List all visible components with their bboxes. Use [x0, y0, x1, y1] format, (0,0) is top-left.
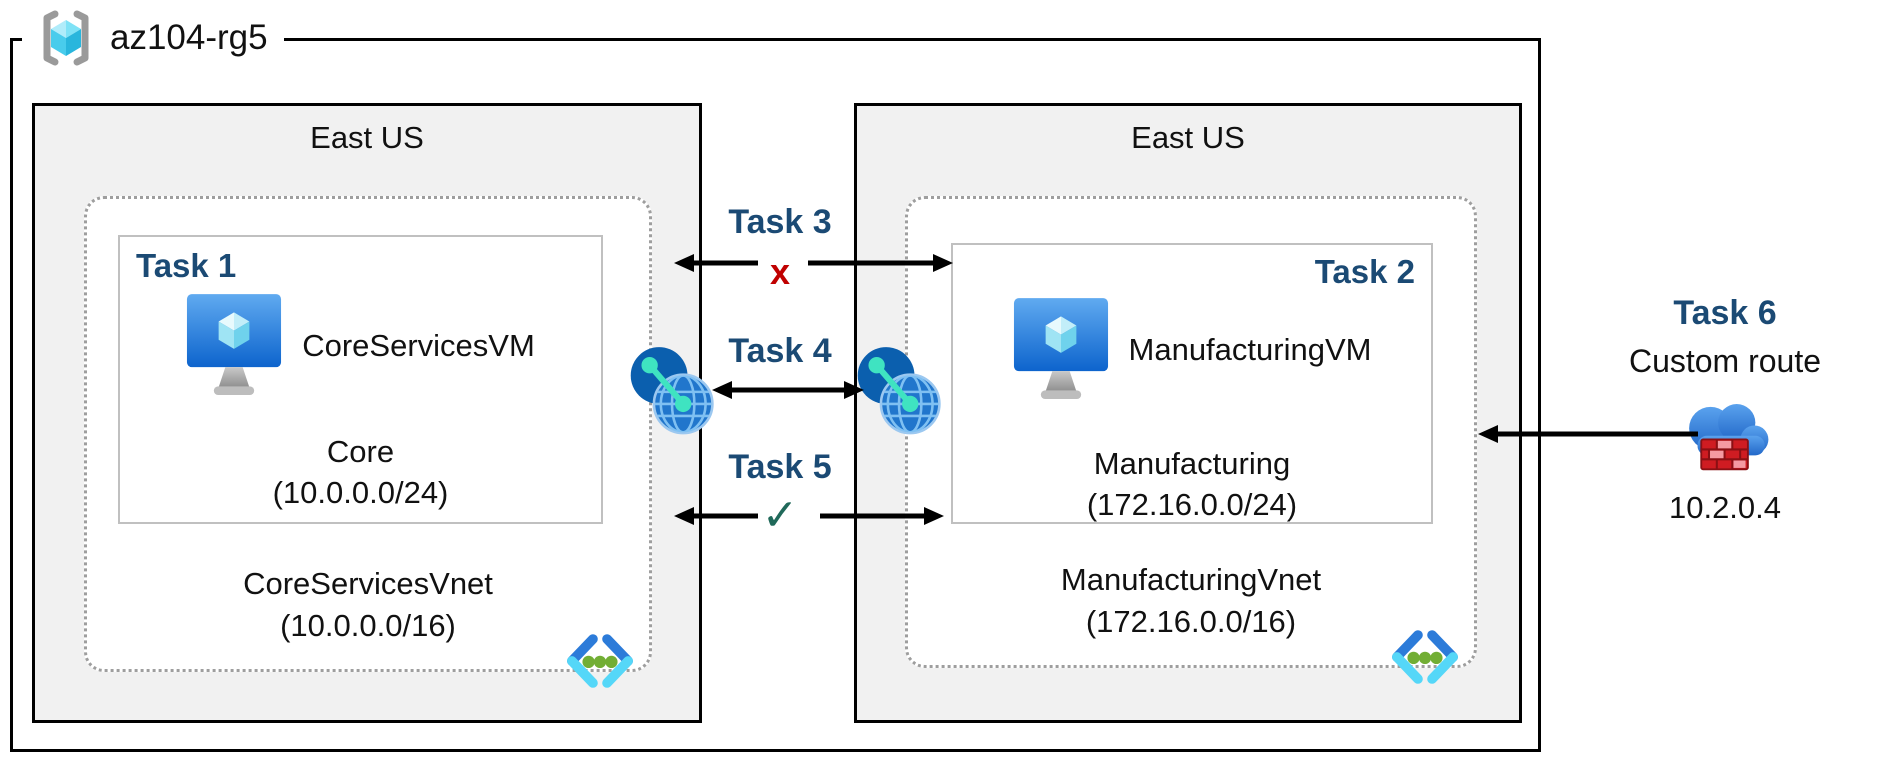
- vm-row: ManufacturingVM: [953, 297, 1431, 403]
- allowed-check-symbol: ✓: [761, 491, 799, 540]
- vnet-name: ManufacturingVnet: [1060, 562, 1322, 597]
- region-title-right: East US: [1131, 120, 1245, 155]
- vm-row: CoreServicesVM: [120, 293, 601, 399]
- vm-name: ManufacturingVM: [1128, 332, 1372, 367]
- resource-group-label: az104-rg5: [22, 2, 284, 74]
- vm-name: CoreServicesVM: [302, 328, 535, 363]
- vnet-cidr: (172.16.0.0/16): [1085, 604, 1297, 639]
- vm-icon: [187, 294, 282, 395]
- subnet-box-core: Task 1 CoreServicesVM: [118, 235, 603, 524]
- task1-label: Task 1: [136, 247, 237, 284]
- subnet-text-core: Core (10.0.0.0/24): [120, 431, 601, 513]
- vnet-label-manufacturing: ManufacturingVnet (172.16.0.0/16): [908, 559, 1474, 643]
- firewall-cloud-icon: [1677, 388, 1774, 481]
- subnet-cidr: (10.0.0.0/24): [272, 475, 449, 510]
- subnet-name: Manufacturing: [1093, 446, 1291, 481]
- vm-icon: [1013, 298, 1108, 399]
- task2-label: Task 2: [1314, 253, 1415, 290]
- resource-group-icon: [43, 10, 89, 66]
- task6-label: Task 6: [1673, 294, 1777, 332]
- vnet-label-coreservices: CoreServicesVnet (10.0.0.0/16): [87, 563, 649, 647]
- region-title-left: East US: [310, 120, 424, 155]
- resource-group-name: az104-rg5: [110, 18, 268, 57]
- vnet-icon: [561, 632, 639, 695]
- task3-label: Task 3: [728, 203, 832, 241]
- peering-icon-right: [856, 346, 942, 441]
- subnet-cidr: (172.16.0.0/24): [1086, 487, 1298, 522]
- vnet-name: CoreServicesVnet: [243, 566, 493, 601]
- subnet-name: Core: [326, 434, 395, 469]
- vnet-icon: [1386, 628, 1464, 691]
- subnet-text-manufacturing: Manufacturing (172.16.0.0/24): [953, 443, 1431, 525]
- blocked-x-symbol: x: [769, 251, 791, 292]
- task5-label: Task 5: [728, 448, 832, 486]
- task4-label: Task 4: [728, 332, 832, 370]
- peering-icon-left: [629, 346, 715, 441]
- custom-route-ip: 10.2.0.4: [1668, 490, 1782, 525]
- vnet-cidr: (10.0.0.0/16): [280, 608, 456, 643]
- subnet-box-manufacturing: Task 2 ManufacturingVM: [951, 243, 1433, 524]
- custom-route-title: Custom route: [1628, 343, 1822, 379]
